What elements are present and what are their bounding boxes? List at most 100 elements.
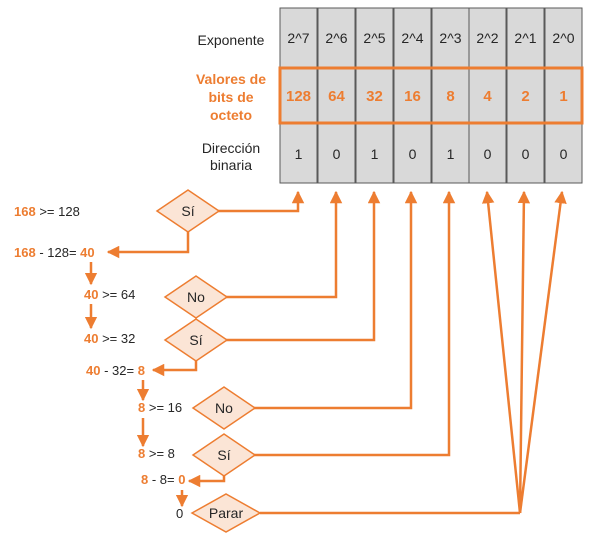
decision-label-5: Parar [209, 505, 244, 521]
cell-values-6: 2 [506, 67, 545, 124]
arrow-no-to-64 [226, 190, 343, 299]
row-labels: Exponente Valores de bits de octeto Dire… [196, 32, 266, 173]
step-7: 8 - 8= 0 [141, 472, 185, 487]
decision-label-4: Sí [217, 447, 230, 463]
arrow-parar-to-4 [481, 190, 522, 514]
decision-diamond-2: Sí [163, 318, 229, 362]
decision-label-2: Sí [189, 332, 202, 348]
cell-values-3: 16 [393, 67, 432, 124]
cell-binary-6: 0 [506, 123, 545, 184]
step-2-part-0: 40 [84, 287, 98, 302]
step-1-part-0: 168 [14, 245, 36, 260]
cell-exponents-5: 2^2 [468, 7, 507, 68]
cell-text-exponents-6: 2^1 [514, 30, 536, 46]
values-label-line3: octeto [210, 107, 252, 123]
step-1: 168 - 128= 40 [14, 245, 95, 260]
cell-text-binary-1: 0 [333, 146, 341, 162]
cell-binary-2: 1 [355, 123, 394, 184]
cell-values-1: 64 [317, 67, 356, 124]
cell-text-binary-0: 1 [295, 146, 303, 162]
cell-text-values-3: 16 [404, 88, 421, 105]
step-3: 40 >= 32 [84, 331, 135, 346]
step-3-part-1: >= 32 [98, 331, 135, 346]
decision-diamond-1: No [163, 275, 229, 319]
step-5-part-1: >= 16 [145, 400, 182, 415]
step-8-part-0: 0 [176, 506, 183, 521]
arrow-si-to-32 [226, 190, 381, 342]
cell-exponents-2: 2^5 [355, 7, 394, 68]
cell-text-binary-4: 1 [447, 146, 455, 162]
cell-binary-3: 0 [393, 123, 432, 184]
cell-text-values-7: 1 [559, 88, 567, 105]
cell-text-exponents-5: 2^2 [476, 30, 498, 46]
cell-exponents-0: 2^7 [279, 7, 318, 68]
cell-exponents-3: 2^4 [393, 7, 432, 68]
step-3-part-0: 40 [84, 331, 98, 346]
cell-exponents-6: 2^1 [506, 7, 545, 68]
step-7-part-1: - 8= [148, 472, 178, 487]
cell-binary-0: 1 [279, 123, 318, 184]
cell-text-exponents-1: 2^6 [325, 30, 347, 46]
arrow-si2-to-subtract [151, 361, 198, 377]
step-8: 0 [176, 506, 183, 521]
step-5-part-0: 8 [138, 400, 145, 415]
cell-text-exponents-3: 2^4 [401, 30, 423, 46]
binary-label-line1: Dirección [202, 140, 260, 156]
step-0-part-1: >= 128 [36, 204, 80, 219]
cell-text-binary-7: 0 [560, 146, 568, 162]
decision-label-1: No [187, 289, 205, 305]
cell-values-2: 32 [355, 67, 394, 124]
arrow-parar-to-1 [518, 190, 567, 514]
decision-diamond-5: Parar [190, 493, 262, 533]
arrow-parar-to-2 [517, 190, 531, 514]
step-0: 168 >= 128 [14, 204, 80, 219]
step-1-part-2: 40 [80, 245, 94, 260]
values-row-highlight [278, 66, 584, 125]
values-label-line2: bits de [208, 89, 253, 105]
step-6-part-1: >= 8 [145, 446, 175, 461]
cell-text-values-0: 128 [286, 88, 311, 105]
cell-text-exponents-2: 2^5 [363, 30, 385, 46]
step-7-part-2: 0 [178, 472, 185, 487]
cell-exponents-7: 2^0 [544, 7, 583, 68]
cell-text-binary-5: 0 [484, 146, 492, 162]
cell-exponents-4: 2^3 [431, 7, 470, 68]
step-4: 40 - 32= 8 [86, 363, 145, 378]
values-label-line1: Valores de [196, 71, 266, 87]
step-4-part-1: - 32= [100, 363, 137, 378]
decision-label-3: No [215, 400, 233, 416]
cell-binary-5: 0 [468, 123, 507, 184]
decision-diamond-0: Sí [155, 189, 221, 233]
cell-text-binary-3: 0 [409, 146, 417, 162]
exponent-label: Exponente [198, 32, 265, 48]
cell-text-values-6: 2 [521, 88, 529, 105]
cell-values-0: 128 [279, 67, 318, 124]
cell-binary-7: 0 [544, 123, 583, 184]
cell-text-binary-6: 0 [522, 146, 530, 162]
cell-values-4: 8 [431, 67, 470, 124]
arrow-si3-to-subtract [187, 474, 226, 488]
cell-text-values-2: 32 [366, 88, 383, 105]
connector-arrows [84, 190, 567, 515]
step-4-part-0: 40 [86, 363, 100, 378]
step-4-part-2: 8 [138, 363, 145, 378]
decision-diamond-4: Sí [191, 433, 257, 477]
cell-values-7: 1 [544, 67, 583, 124]
arrow-si-to-128 [218, 190, 305, 213]
step-2-part-1: >= 64 [98, 287, 135, 302]
decision-diamond-3: No [191, 386, 257, 430]
cell-text-binary-2: 1 [371, 146, 379, 162]
cell-text-exponents-4: 2^3 [439, 30, 461, 46]
arrow-si-to-8 [254, 190, 456, 457]
cell-values-5: 4 [468, 67, 507, 124]
cell-text-values-5: 4 [483, 88, 492, 105]
arrow-si1-to-subtract [106, 232, 190, 259]
decision-label-0: Sí [181, 203, 194, 219]
cell-binary-1: 0 [317, 123, 356, 184]
cell-text-values-1: 64 [328, 88, 345, 105]
step-5: 8 >= 16 [138, 400, 182, 415]
